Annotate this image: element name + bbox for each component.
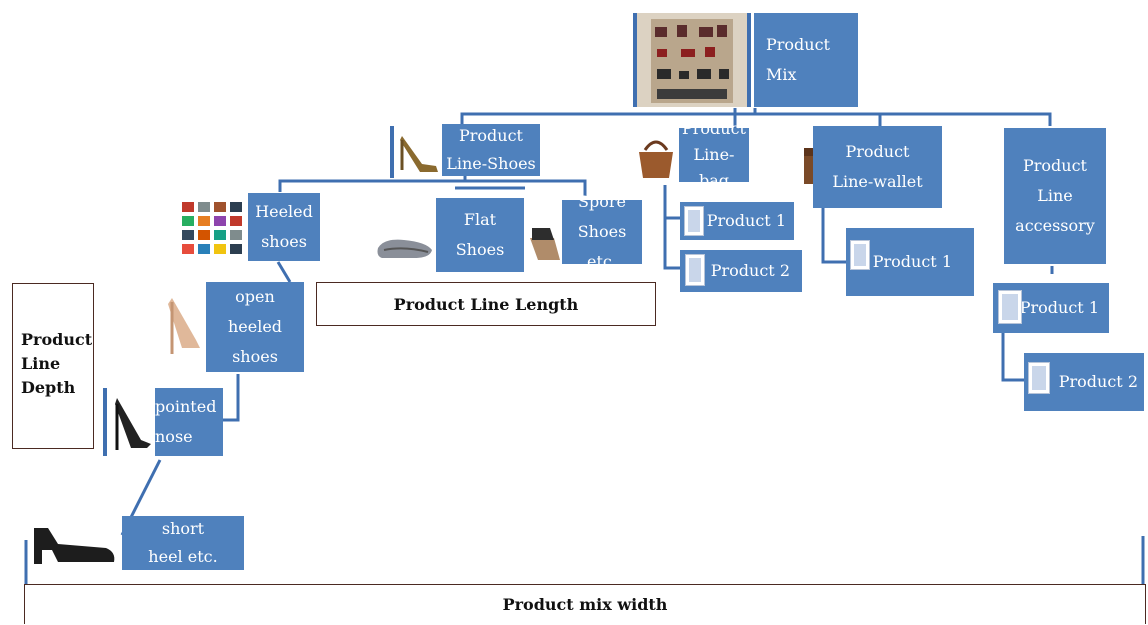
product-line-depth-label: Product Line Depth bbox=[12, 283, 94, 449]
product-line-accessory-box: Product Line accessory bbox=[1000, 128, 1106, 264]
flat-shoe-image bbox=[374, 222, 436, 268]
spore-shoes-box: Spore Shoes etc. bbox=[562, 192, 642, 271]
short-heel-box: short heel etc. bbox=[122, 516, 244, 570]
product-mix-width-label: Product mix width bbox=[24, 584, 1146, 624]
product-line-length-label: Product Line Length bbox=[316, 282, 656, 326]
handbag-image bbox=[633, 132, 679, 182]
heeled-shoes-box: Heeled shoes bbox=[248, 193, 320, 261]
pointed-pump-image bbox=[103, 388, 155, 456]
product-mix-box: Product Mix bbox=[754, 13, 858, 107]
block-heel-image bbox=[28, 514, 120, 570]
product-line-bag-box: Product Line-bag bbox=[679, 119, 749, 190]
open-heeled-shoes-box: open heeled shoes bbox=[206, 282, 304, 372]
flat-shoes-box: Flat Shoes bbox=[436, 198, 524, 272]
product-thumbnail bbox=[850, 240, 870, 270]
product-thumbnail bbox=[684, 206, 704, 236]
store-shelf-image bbox=[633, 13, 751, 107]
high-heel-image bbox=[390, 126, 442, 178]
pointed-nose-box: pointed nose bbox=[155, 388, 223, 456]
product-thumbnail bbox=[998, 290, 1022, 324]
product-line-shoes-box: Product Line-Shoes bbox=[442, 124, 540, 176]
strappy-heel-image bbox=[162, 284, 206, 368]
product-line-wallet-box: Product Line-wallet bbox=[813, 126, 942, 208]
wedge-shoe-image bbox=[524, 198, 564, 272]
product-thumbnail bbox=[1028, 362, 1050, 394]
product-thumbnail bbox=[685, 254, 705, 286]
shoe-collection-image bbox=[178, 198, 246, 260]
